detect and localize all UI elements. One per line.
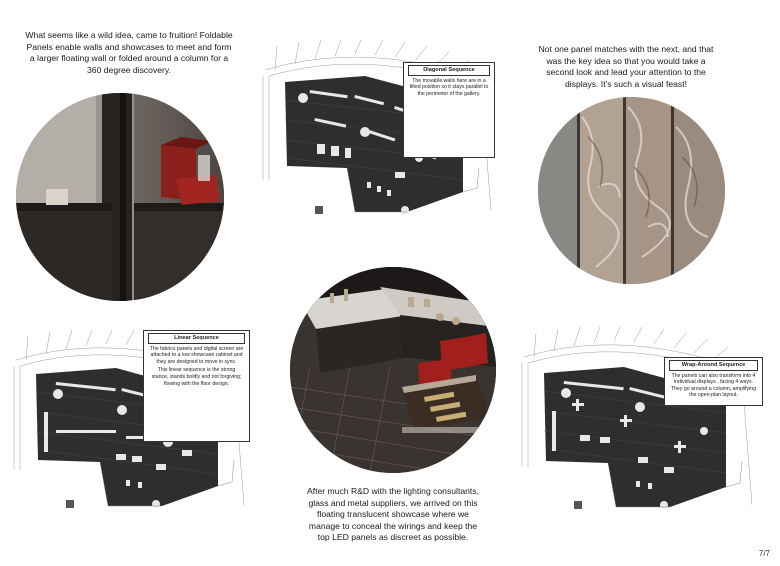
- callout-diagonal-sequence: Diagonal Sequence The movable walls here…: [403, 62, 495, 158]
- callout-linear-text-1: The fabrics panels and digital screen ar…: [149, 345, 244, 365]
- callout-linear-title: Linear Sequence: [148, 333, 245, 344]
- callout-linear-text-2: This linear sequence is the strong stanc…: [151, 367, 242, 387]
- callout-wrap-text: The panels can also transform into 4 ind…: [670, 372, 757, 399]
- callout-wrap-title: Wrap-Around Sequence: [669, 360, 758, 371]
- photo-marble-panels-circle: [538, 97, 725, 284]
- callout-linear-sequence: Linear Sequence The fabrics panels and d…: [143, 330, 250, 442]
- showcase-photo: [290, 267, 496, 473]
- page-number: 7/7: [758, 549, 770, 558]
- marble-panels-photo: [538, 97, 725, 284]
- photo-foldable-panel-circle: [16, 93, 224, 301]
- caption-panel-variety: Not one panel matches with the next, and…: [538, 44, 714, 89]
- callout-diagonal-title: Diagonal Sequence: [408, 65, 490, 76]
- foldable-panel-photo: [16, 93, 224, 301]
- caption-foldable-panels: What seems like a wild idea, came to fru…: [25, 30, 233, 75]
- callout-diagonal-text: The movable walls here are in a tilted p…: [409, 77, 489, 97]
- photo-showcase-circle: [290, 267, 496, 473]
- callout-wrap-around-sequence: Wrap-Around Sequence The panels can also…: [664, 357, 763, 406]
- floor-plan-wrap-around: [521, 327, 753, 509]
- caption-translucent-showcase: After much R&D with the lighting consult…: [307, 486, 479, 543]
